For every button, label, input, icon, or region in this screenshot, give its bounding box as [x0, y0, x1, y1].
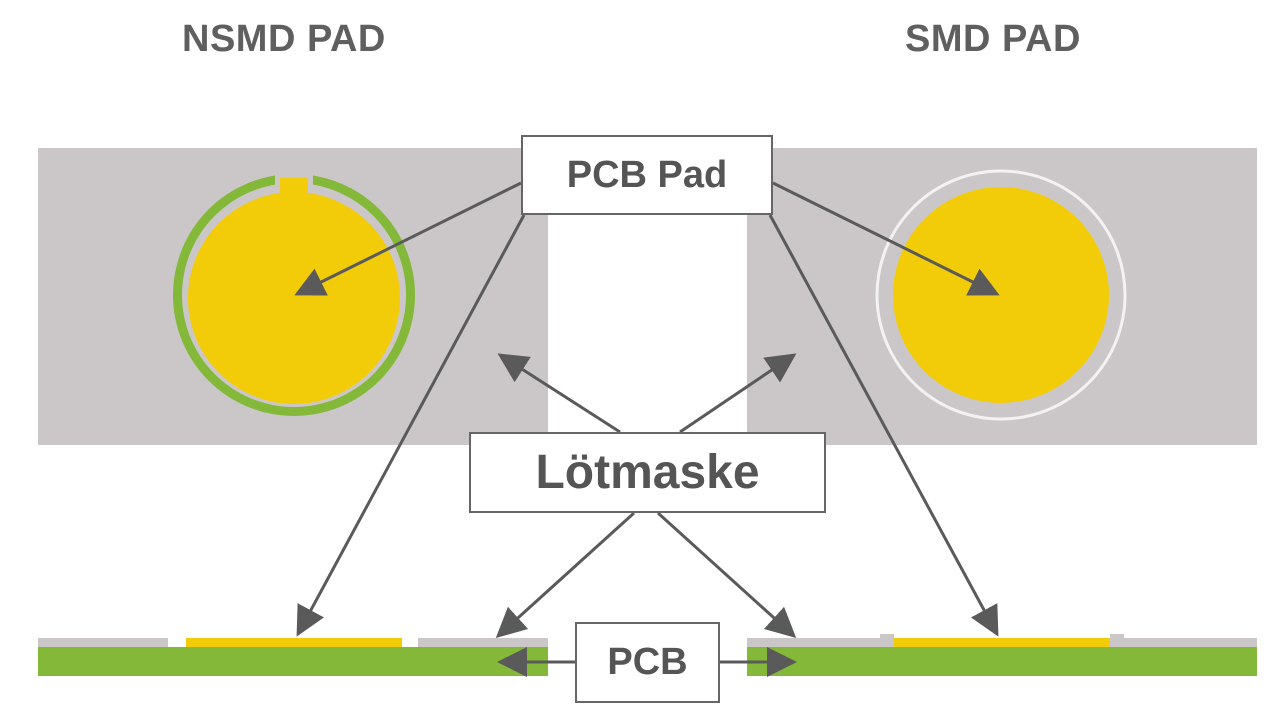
arrow-mask-to-nsmd-top: [497, 353, 621, 434]
nsmd-solder-mask-section-left: [38, 638, 168, 647]
nsmd-pad-section: [186, 638, 402, 647]
pcb-pad-label: PCB Pad: [521, 135, 773, 215]
smd-pad-top: [875, 169, 1127, 421]
nsmd-pad-title: NSMD PAD: [182, 18, 386, 60]
pcb-label: PCB: [575, 622, 720, 703]
smd-pcb-board: [747, 647, 1257, 676]
nsmd-pad-top: [173, 174, 415, 416]
arrow-mask-to-smd-section: [656, 511, 797, 639]
smd-section: [747, 634, 1257, 647]
arrow-pad-to-nsmd-top: [294, 181, 522, 296]
arrow-mask-to-smd-top: [679, 353, 797, 434]
arrow-pad-to-smd-top: [772, 181, 1000, 296]
arrow-pad-to-nsmd-section: [296, 214, 526, 637]
solder-mask-label: Lötmaske: [469, 432, 826, 513]
arrow-pad-to-smd-section: [768, 214, 999, 637]
smd-pad-title: SMD PAD: [905, 18, 1081, 60]
nsmd-pcb-board: [38, 647, 548, 676]
arrow-mask-to-nsmd-section: [495, 511, 636, 639]
nsmd-solder-mask-section-right: [418, 638, 548, 647]
